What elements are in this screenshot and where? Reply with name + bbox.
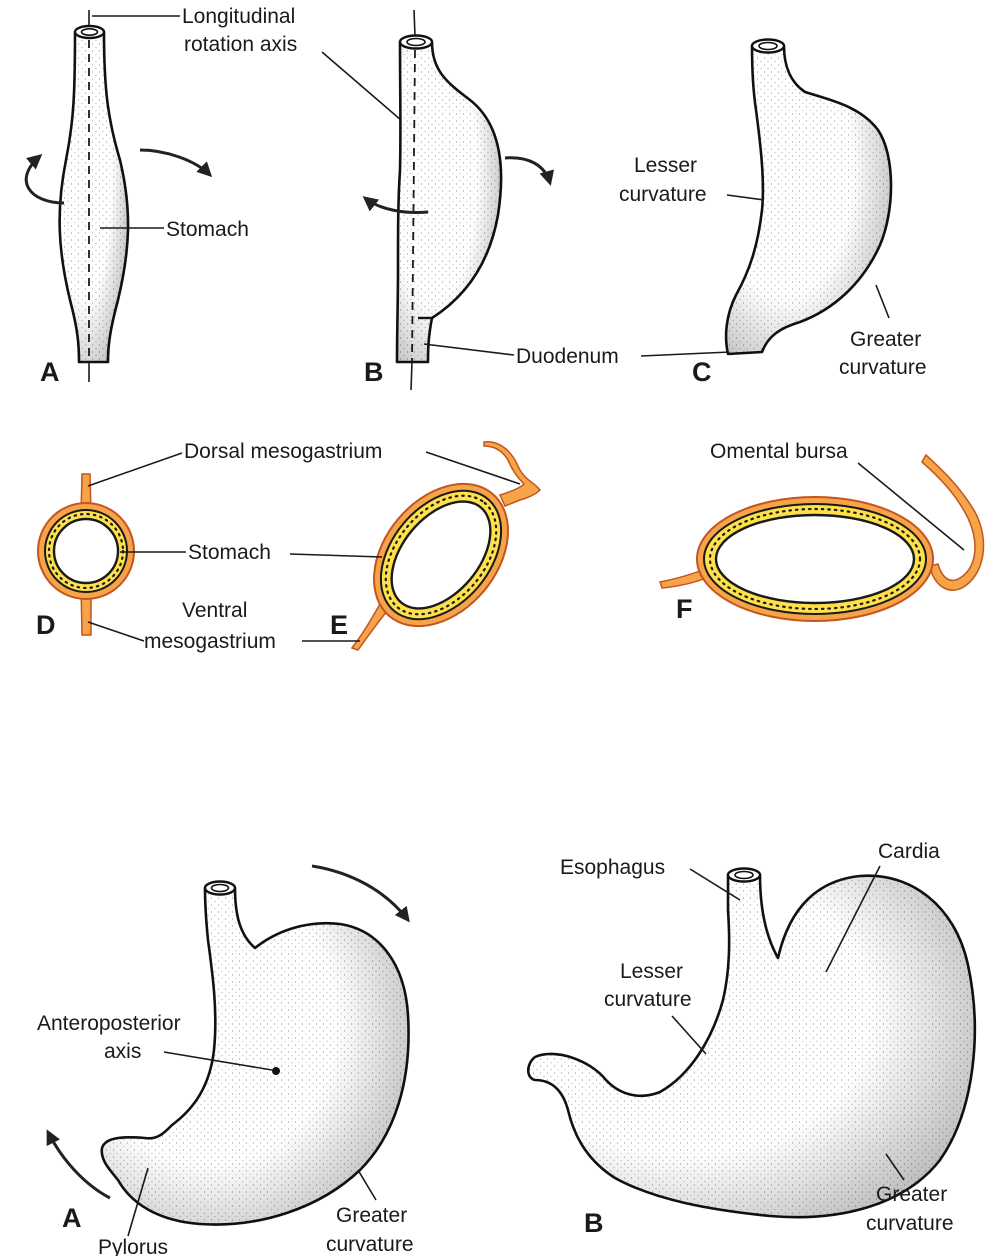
label-stomach-a: Stomach (166, 218, 249, 241)
label-axis: axis (104, 1040, 141, 1063)
panel-label-b-top: B (364, 357, 384, 387)
rotation-arrow-right-a (140, 150, 210, 175)
leader-greater-bottom-a (358, 1170, 376, 1200)
panel-e-cross-section: E (330, 442, 540, 652)
ventral-mesogastrium-e (352, 604, 388, 650)
leader-dorsal-d (88, 453, 182, 486)
panel-label-c-top: C (692, 357, 712, 387)
leader-duodenum-b (424, 344, 514, 355)
panel-label-f: F (676, 594, 693, 624)
panel-label-e: E (330, 610, 348, 640)
leader-greater-c (876, 285, 889, 318)
label-anteroposterior: Anteroposterior (37, 1012, 181, 1035)
panel-d-cross-section: D (36, 474, 134, 640)
leader-lesser-b (672, 1016, 706, 1054)
leader-duodenum-c (641, 352, 730, 356)
label-ventral-2: mesogastrium (144, 630, 276, 653)
label-cardia: Cardia (878, 840, 940, 863)
label-pylorus: Pylorus (98, 1236, 168, 1256)
label-greater-a-2: curvature (326, 1233, 414, 1256)
leader-ventral-d (88, 622, 144, 641)
label-ventral-1: Ventral (182, 599, 247, 622)
label-duodenum: Duodenum (516, 345, 619, 368)
label-lesser-c-1: Lesser (634, 154, 697, 177)
panel-label-b-bottom: B (584, 1208, 604, 1238)
stomach-lumen-f (716, 515, 914, 603)
label-esophagus: Esophagus (560, 856, 665, 879)
label-greater-b-1: Greater (876, 1183, 947, 1206)
panel-label-a-top: A (40, 357, 60, 387)
label-longitudinal: Longitudinal (182, 5, 295, 28)
label-dorsal-mesogastrium: Dorsal mesogastrium (184, 440, 382, 463)
label-rotation-axis: rotation axis (184, 33, 297, 56)
bottom-panel-a-stomach: A (48, 866, 409, 1233)
label-lesser-c-2: curvature (619, 183, 707, 206)
label-greater-c-2: curvature (839, 356, 927, 379)
leader-stomach-e (290, 554, 382, 557)
label-omental-bursa: Omental bursa (710, 440, 848, 463)
rotation-arrow-top-bottom-a (312, 866, 408, 920)
label-greater-a-1: Greater (336, 1204, 407, 1227)
label-lesser-b-2: curvature (604, 988, 692, 1011)
panel-label-a-bottom: A (62, 1203, 82, 1233)
panel-label-d: D (36, 610, 56, 640)
label-stomach-de: Stomach (188, 541, 271, 564)
rotation-arrow-left-bottom-a (48, 1132, 110, 1198)
rotation-arrow-left-a (26, 156, 64, 203)
stomach-lumen-d (54, 519, 118, 583)
leader-lesser-c (727, 195, 764, 200)
label-lesser-b-1: Lesser (620, 960, 683, 983)
panel-b-rotating-stomach: B (364, 10, 550, 390)
anteroposterior-axis-point (272, 1067, 280, 1075)
panel-f-cross-section: F (660, 455, 984, 624)
rotation-arrow-right-b (505, 158, 550, 183)
label-greater-c-1: Greater (850, 328, 921, 351)
panel-a-tube-stomach: A (26, 10, 210, 387)
label-greater-b-2: curvature (866, 1212, 954, 1235)
